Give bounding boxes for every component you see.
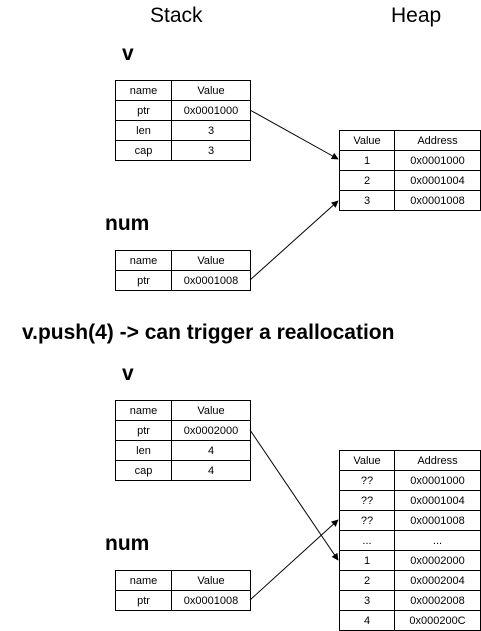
header-cell: name: [115, 80, 172, 101]
after-num-ptr-arrow: [249, 519, 339, 601]
table-row: cap 3: [115, 140, 251, 161]
value-cell: 4: [171, 460, 251, 481]
table-row: len 4: [115, 440, 251, 461]
table-row: 1 0x0001000: [339, 150, 481, 171]
table-header-row: name Value: [115, 80, 251, 101]
value-cell: ??: [339, 470, 395, 491]
name-cell: cap: [115, 460, 172, 481]
table-row: ptr 0x0001008: [115, 270, 251, 291]
before-vec-table: name Value ptr 0x0001000 len 3 cap 3: [115, 80, 251, 161]
value-cell: 0x0002000: [171, 420, 251, 441]
table-row: 4 0x000200C: [339, 610, 481, 631]
table-header-row: Value Address: [339, 130, 481, 151]
before-vec-ptr-arrow: [249, 109, 339, 160]
header-cell: Address: [394, 450, 481, 471]
stack-title: Stack: [150, 4, 203, 27]
table-row: 3 0x0001008: [339, 190, 481, 211]
table-header-row: name Value: [115, 570, 251, 591]
table-row: 2 0x0002004: [339, 570, 481, 591]
before-num-table: name Value ptr 0x0001008: [115, 250, 251, 291]
after-num-table: name Value ptr 0x0001008: [115, 570, 251, 611]
after-vec-ptr-arrow: [249, 429, 339, 561]
address-cell: 0x0001008: [394, 510, 481, 531]
address-cell: 0x0002008: [394, 590, 481, 611]
before-vec-label: v: [122, 42, 134, 65]
after-num-label: num: [105, 532, 150, 555]
table-header-row: name Value: [115, 400, 251, 421]
value-cell: 3: [171, 140, 251, 161]
table-row: ptr 0x0001008: [115, 590, 251, 611]
before-num-label: num: [105, 212, 150, 235]
header-cell: Value: [171, 250, 251, 271]
name-cell: cap: [115, 140, 172, 161]
address-cell: 0x000200C: [394, 610, 481, 631]
address-cell: 0x0001008: [394, 190, 481, 211]
table-header-row: Value Address: [339, 450, 481, 471]
push-caption: v.push(4) -> can trigger a reallocation: [22, 321, 395, 344]
value-cell: 0x0001008: [171, 270, 251, 291]
table-row: 2 0x0001004: [339, 170, 481, 191]
table-row: ptr 0x0002000: [115, 420, 251, 441]
address-cell: 0x0001004: [394, 170, 481, 191]
header-cell: Value: [171, 400, 251, 421]
address-cell: 0x0001000: [394, 150, 481, 171]
header-cell: Value: [339, 450, 395, 471]
after-vec-table: name Value ptr 0x0002000 len 4 cap 4: [115, 400, 251, 481]
before-heap-table: Value Address 1 0x0001000 2 0x0001004 3 …: [339, 130, 481, 211]
after-vec-label: v: [122, 362, 134, 385]
heap-title: Heap: [391, 4, 442, 27]
table-row: ?? 0x0001000: [339, 470, 481, 491]
table-row: 3 0x0002008: [339, 590, 481, 611]
table-row: 1 0x0002000: [339, 550, 481, 571]
table-row: cap 4: [115, 460, 251, 481]
after-heap-table: Value Address ?? 0x0001000 ?? 0x0001004 …: [339, 450, 481, 631]
before-num-ptr-arrow: [249, 200, 339, 281]
name-cell: ptr: [115, 270, 172, 291]
value-cell: 0x0001008: [171, 590, 251, 611]
name-cell: ptr: [115, 590, 172, 611]
